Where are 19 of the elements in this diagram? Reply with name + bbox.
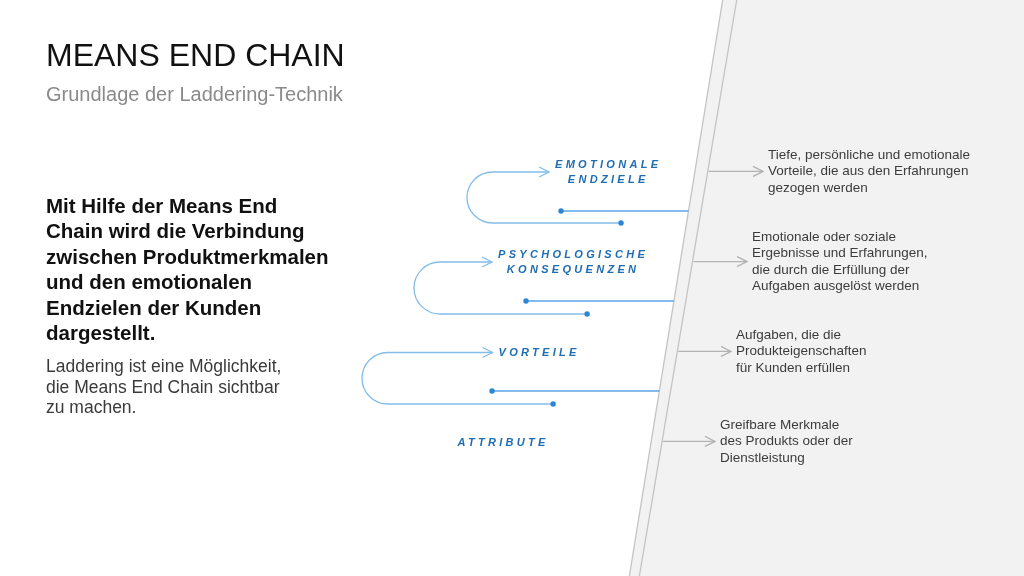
level-heading: EMOTIONALE ENDZIELE — [555, 157, 662, 187]
arrow — [662, 435, 716, 448]
curved-arrow — [361, 346, 556, 407]
lead-paragraph: Mit Hilfe der Means End Chain wird die Verbindung zwischen Produktmerkmalen und den emotionalen Endzielen der Kunden dargestellt. — [46, 193, 330, 346]
arrow — [692, 255, 748, 268]
level-heading: PSYCHOLOGISCHE KONSEQUENZEN — [498, 247, 649, 277]
curved-arrow — [413, 256, 590, 317]
level-description: Tiefe, persönliche und emotionale Vorteile, die aus den Erfahrungen gezogen werden — [768, 147, 972, 196]
level-description: Aufgaben, die die Produkteigenschaften für Kunden erfüllen — [736, 327, 868, 376]
slide-title: MEANS END CHAIN — [46, 37, 345, 73]
arrow — [677, 345, 732, 358]
level-heading: VORTEILE — [498, 345, 580, 360]
level-heading: ATTRIBUTE — [457, 435, 549, 450]
body-paragraph: Laddering ist eine Möglichkeit, die Means End Chain sichtbar zu machen. — [46, 356, 283, 418]
level-description: Greifbare Merkmale des Produkts oder der Dienstleistung — [720, 417, 854, 466]
curved-arrow — [466, 166, 624, 226]
slide-subtitle: Grundlage der Laddering-Technik — [46, 82, 343, 106]
arrow — [708, 165, 764, 178]
level-description: Emotionale oder soziale Ergebnisse und Erfahrungen, die durch die Erfüllung der Aufgaben ausgelöst werden — [752, 229, 929, 295]
